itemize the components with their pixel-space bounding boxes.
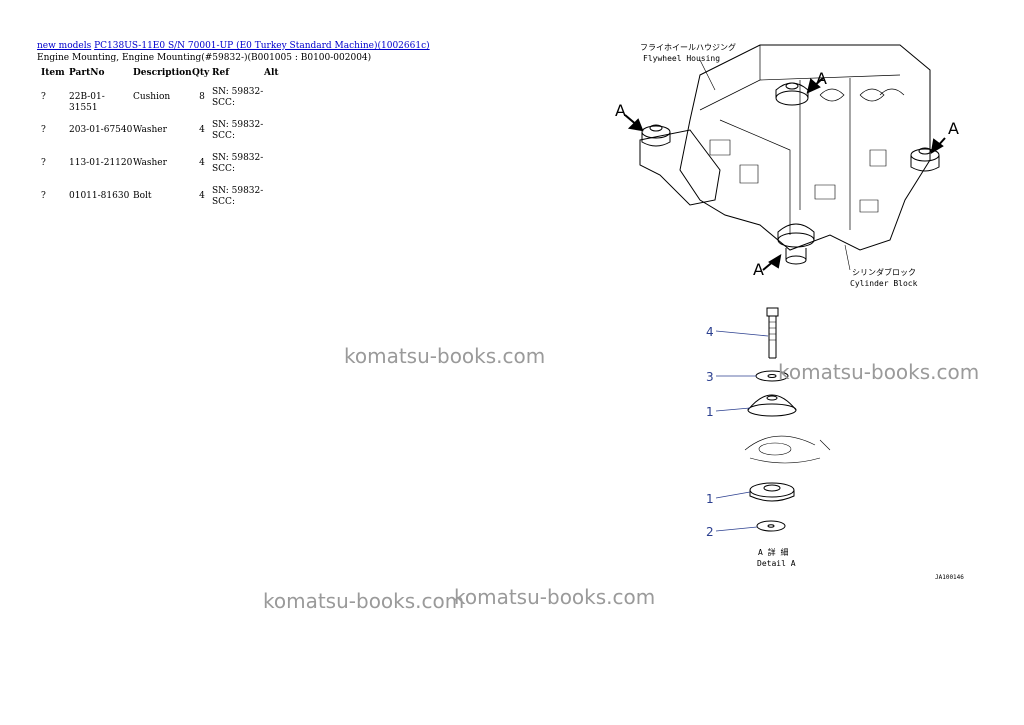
arrow-label-a: A xyxy=(948,119,959,138)
callout-2: 2 xyxy=(706,525,714,539)
machine-link[interactable]: PC138US-11E0 S/N 70001-UP (E0 Turkey Sta… xyxy=(94,41,430,51)
cell-ref: SN: 59832-SCC: xyxy=(212,184,264,217)
header-qty: Qty xyxy=(192,68,210,78)
cell-item: ? xyxy=(41,158,46,168)
ref-scc: SCC: xyxy=(212,197,235,207)
cushion-lower-part xyxy=(749,482,795,502)
mount-bracket-plate xyxy=(744,435,831,464)
cushion-upper-part xyxy=(747,394,797,417)
cell-partno: 203-01-67540 xyxy=(69,125,133,135)
callout-4: 4 xyxy=(706,325,714,339)
cell-item: ? xyxy=(41,92,46,102)
left-engine-bracket xyxy=(639,129,721,206)
flywheel-housing-label-jp: フライホイールハウジング xyxy=(640,42,736,52)
table-row: ? 113-01-21120 Washer 4 SN: 59832-SCC: xyxy=(37,151,284,184)
cell-description: Cushion xyxy=(133,92,171,102)
washer-lower-part xyxy=(756,520,786,532)
cushion-mount-top xyxy=(775,82,809,106)
cylinder-block-label: Cylinder Block xyxy=(850,279,918,288)
header-description: Description xyxy=(133,68,192,78)
arrow-label-a: A xyxy=(615,101,626,120)
watermark: komatsu-books.com xyxy=(778,360,980,384)
cell-ref: SN: 59832-SCC: xyxy=(212,85,264,118)
bolt-part xyxy=(766,307,779,359)
cell-description: Bolt xyxy=(133,191,152,201)
cushion-mount-left xyxy=(641,124,671,147)
ref-sn: SN: 59832- xyxy=(212,153,264,163)
ref-sn: SN: 59832- xyxy=(212,186,264,196)
watermark: komatsu-books.com xyxy=(344,344,546,368)
callout-3: 3 xyxy=(706,370,714,384)
drawing-ref-code: JA100146 xyxy=(935,574,964,581)
cell-partno: 113-01-21120 xyxy=(69,158,133,168)
cushion-mount-right xyxy=(910,147,940,172)
cell-ref: SN: 59832-SCC: xyxy=(212,151,264,184)
new-models-link[interactable]: new models xyxy=(37,41,92,51)
ref-sn: SN: 59832- xyxy=(212,87,264,97)
cell-qty: 4 xyxy=(199,191,205,201)
watermark: komatsu-books.com xyxy=(454,585,656,609)
callout-1: 1 xyxy=(706,492,714,506)
table-row: ? 01011-81630 Bolt 4 SN: 59832-SCC: xyxy=(37,184,284,217)
parts-table: Item PartNo Description Qty Ref Alt ? 22… xyxy=(37,66,284,217)
flywheel-housing-label: Flywheel Housing xyxy=(643,54,720,63)
cell-item: ? xyxy=(41,125,46,135)
page-subtitle: Engine Mounting, Engine Mounting(#59832-… xyxy=(37,53,372,63)
table-row: ? 22B-01-31551 Cushion 8 SN: 59832-SCC: xyxy=(37,85,284,118)
cell-qty: 8 xyxy=(199,92,205,102)
ref-sn: SN: 59832- xyxy=(212,120,264,130)
cell-description: Washer xyxy=(133,158,167,168)
cell-item: ? xyxy=(41,191,46,201)
table-header-row: Item PartNo Description Qty Ref Alt xyxy=(37,66,284,85)
cell-partno: 22B-01-31551 xyxy=(69,92,105,113)
ref-scc: SCC: xyxy=(212,98,235,108)
detail-label-jp: A 詳 細 xyxy=(758,547,788,557)
arrow-label-a: A xyxy=(753,260,764,279)
table-row: ? 203-01-67540 Washer 4 SN: 59832-SCC: xyxy=(37,118,284,151)
ref-scc: SCC: xyxy=(212,164,235,174)
cylinder-block-label-jp: シリンダブロック xyxy=(852,267,916,277)
header-item: Item xyxy=(41,68,65,78)
cell-partno: 01011-81630 xyxy=(69,191,130,201)
cell-description: Washer xyxy=(133,125,167,135)
header-partno: PartNo xyxy=(69,68,105,78)
engine-block-outline xyxy=(679,44,931,251)
watermark: komatsu-books.com xyxy=(263,589,465,613)
arrow-label-a: A xyxy=(816,69,827,88)
detail-label: Detail A xyxy=(757,559,796,568)
ref-scc: SCC: xyxy=(212,131,235,141)
cell-ref: SN: 59832-SCC: xyxy=(212,118,264,151)
callout-1: 1 xyxy=(706,405,714,419)
breadcrumb: new models PC138US-11E0 S/N 70001-UP (E0… xyxy=(37,40,430,52)
header-alt: Alt xyxy=(264,68,279,78)
header-ref: Ref xyxy=(212,68,230,78)
cell-qty: 4 xyxy=(199,158,205,168)
cell-qty: 4 xyxy=(199,125,205,135)
cushion-mount-bottom xyxy=(777,223,815,265)
